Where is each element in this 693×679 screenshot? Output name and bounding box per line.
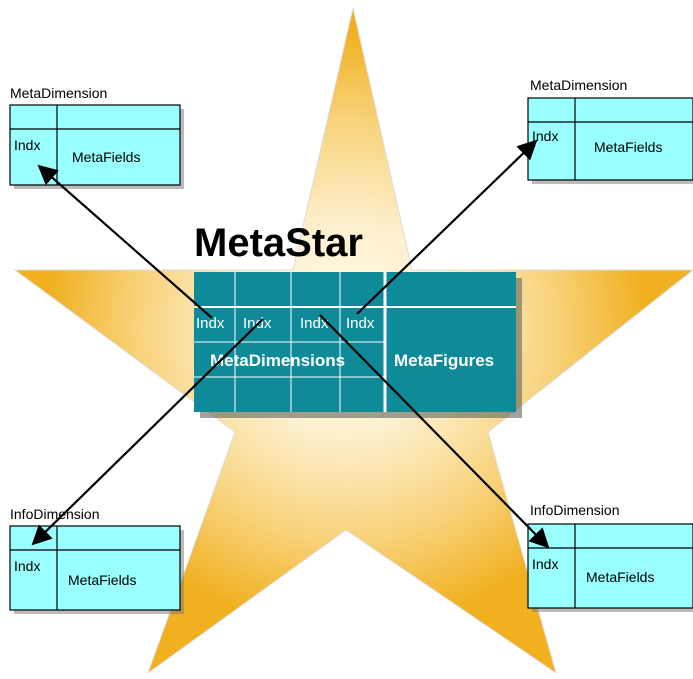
arrows	[31, 139, 550, 549]
dimension-box-index: Indx	[14, 558, 40, 574]
dimension-box-caption: MetaDimension	[530, 77, 627, 93]
dimension-box-index: Indx	[14, 137, 40, 153]
fact-index-label-1: Indx	[196, 315, 225, 332]
arrow-to-top-right-dimension	[356, 139, 538, 315]
arrow-to-top-left-dimension	[37, 164, 213, 319]
dimension-box-fields: MetaFields	[586, 569, 654, 585]
dimension-box-top-right: MetaDimension Indx MetaFields	[527, 77, 693, 184]
dimension-box-fields: MetaFields	[72, 149, 140, 165]
dimension-box-caption: InfoDimension	[530, 502, 620, 518]
dimension-box-bottom-right: InfoDimension Indx MetaFields	[527, 502, 693, 612]
meta-dimensions-label: MetaDimensions	[210, 351, 345, 370]
dimension-box-index: Indx	[532, 556, 558, 572]
fact-index-label-3: Indx	[300, 315, 329, 332]
dimension-box-bottom-left: InfoDimension Indx MetaFields	[9, 506, 184, 614]
diagram-title: MetaStar	[194, 221, 363, 265]
meta-figures-label: MetaFigures	[394, 351, 494, 370]
dimension-box-top-left: MetaDimension Indx MetaFields	[9, 85, 184, 189]
dimension-box-fields: MetaFields	[68, 572, 136, 588]
dimension-box-fields: MetaFields	[594, 139, 662, 155]
fact-table: Indx Indx Indx Indx MetaDimensions MetaF…	[194, 272, 522, 418]
arrow-to-bottom-left-dimension	[31, 318, 264, 546]
dimension-box-caption: InfoDimension	[10, 506, 100, 522]
fact-index-label-4: Indx	[346, 315, 375, 332]
dimension-box-index: Indx	[532, 128, 558, 144]
arrow-to-bottom-right-dimension	[319, 314, 550, 549]
dimension-box-caption: MetaDimension	[10, 85, 107, 101]
